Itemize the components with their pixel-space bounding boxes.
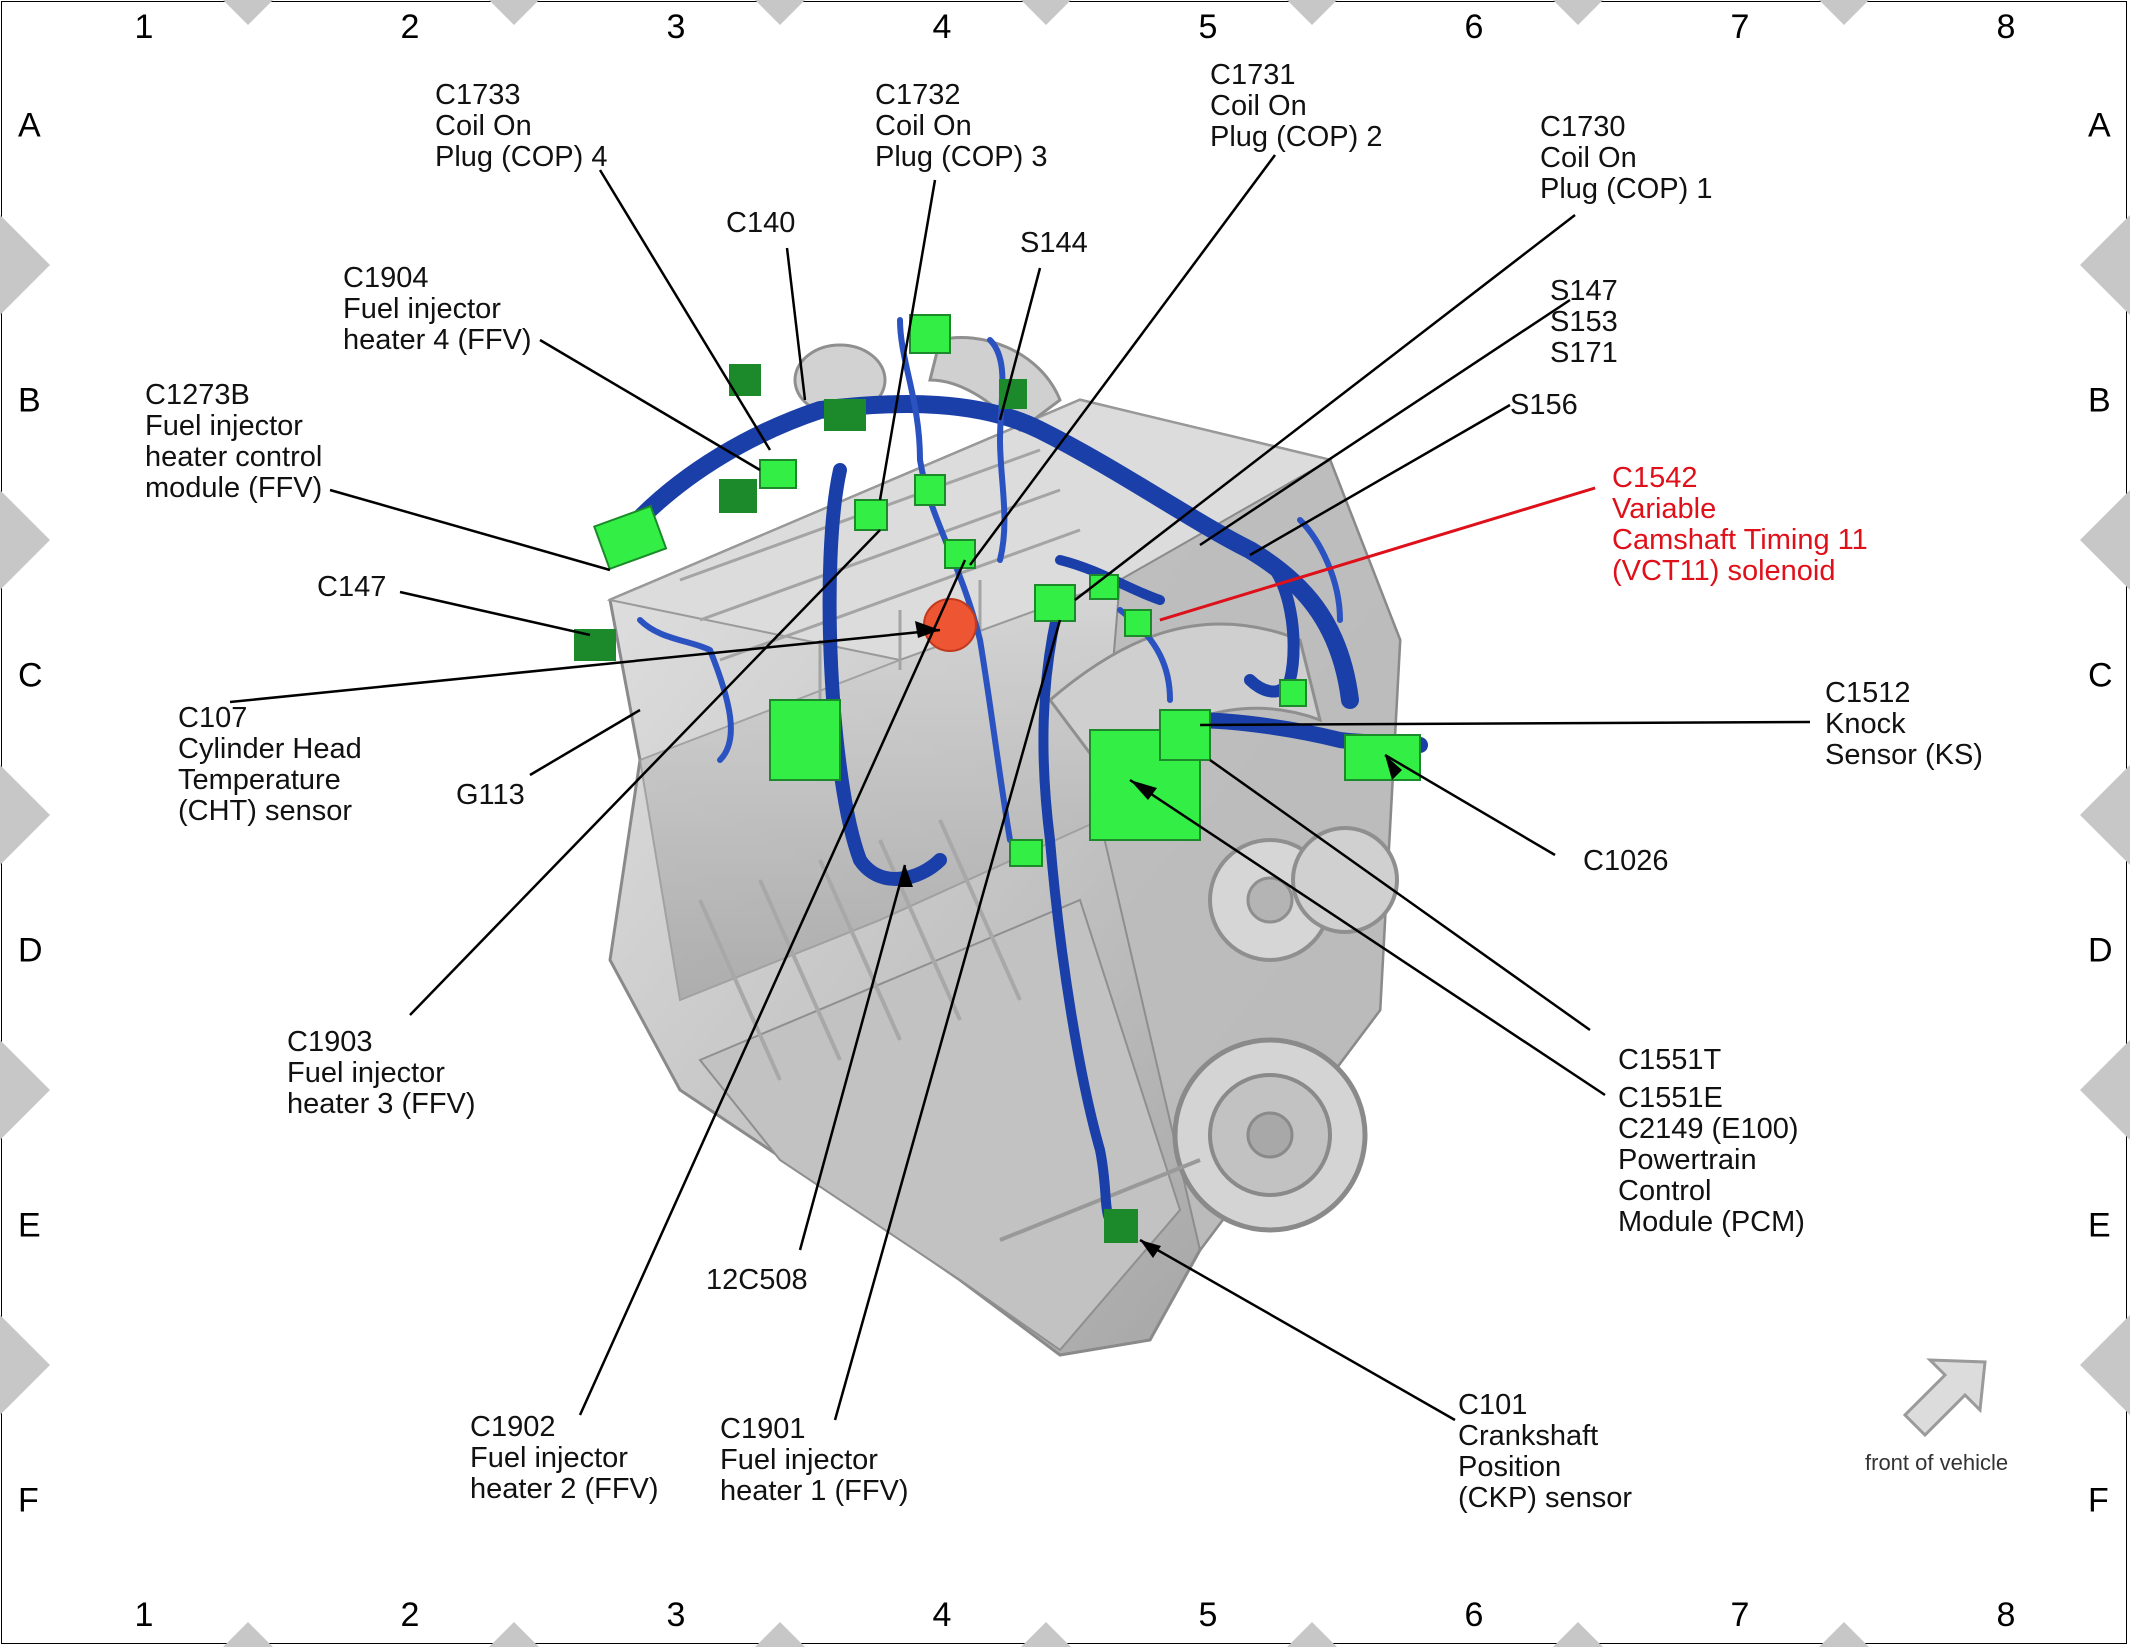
grid-col-bottom-4: 4 (932, 1596, 952, 1634)
grid-row-right-b: B (2088, 381, 2111, 420)
callout-g113: G113 (456, 779, 525, 811)
grid-col-top-8: 8 (1996, 8, 2016, 46)
grid-col-bottom-2: 2 (400, 1596, 420, 1634)
grid-col-top-7: 7 (1730, 8, 1750, 46)
front-of-vehicle-arrow (1902, 1358, 1987, 1438)
grid-col-top-3: 3 (666, 8, 686, 46)
leader-lines (229, 154, 1811, 1422)
grid-row-left-a: A (18, 106, 41, 145)
grid-col-top-6: 6 (1464, 8, 1484, 46)
callout-s156: S156 (1510, 389, 1578, 421)
grid-col-top-4: 4 (932, 8, 952, 46)
grid-col-bottom-1: 1 (134, 1596, 154, 1634)
grid-row-right-c: C (2088, 656, 2113, 695)
grid-col-top-2: 2 (400, 8, 420, 46)
grid-row-right-d: D (2088, 931, 2113, 970)
grid-row-left-e: E (18, 1206, 41, 1245)
cht-sensor-highlight (923, 598, 977, 652)
grid-row-right-e: E (2088, 1206, 2111, 1245)
callout-s144: S144 (1020, 227, 1088, 259)
front-of-vehicle-label: front of vehicle (1865, 1450, 2009, 1475)
connectors (574, 314, 1421, 1243)
callout-12c508: 12C508 (706, 1264, 808, 1296)
callout-c147: C147 (317, 571, 387, 603)
grid-row-left-c: C (18, 656, 43, 695)
leader-arrowheads (899, 621, 1402, 1258)
grid-col-top-1: 1 (134, 8, 154, 46)
grid-row-right-a: A (2088, 106, 2111, 145)
grid-col-top-5: 5 (1198, 8, 1218, 46)
grid-col-bottom-5: 5 (1198, 1596, 1218, 1634)
callout-c140: C140 (726, 207, 796, 239)
grid-row-left-b: B (18, 381, 41, 420)
grid-col-bottom-7: 7 (1730, 1596, 1750, 1634)
grid-row-left-f: F (18, 1481, 39, 1520)
grid-row-right-f: F (2088, 1481, 2109, 1520)
grid-col-bottom-8: 8 (1996, 1596, 2016, 1634)
engine-block (606, 336, 1402, 1357)
grid-row-left-d: D (18, 931, 43, 970)
callout-c1026: C1026 (1583, 845, 1669, 877)
callout-c1551t: C1551T (1618, 1044, 1722, 1076)
vct-leader-line (1159, 486, 1596, 622)
grid-col-bottom-3: 3 (666, 1596, 686, 1634)
grid-col-bottom-6: 6 (1464, 1596, 1484, 1634)
